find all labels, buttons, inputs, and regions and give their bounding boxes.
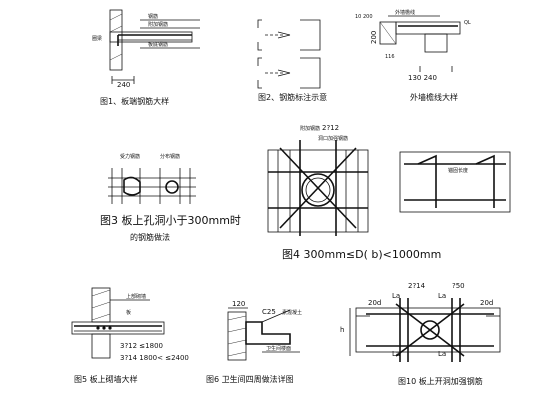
d1-note-4: 圈梁 (92, 35, 102, 42)
d3-ql: QL (464, 20, 471, 26)
d1-dim-240: 240 (117, 81, 130, 89)
detail-1-slab-end: 钢筋 附加钢筋 板底钢筋 圈梁 240 图1、板端钢筋大样 (92, 9, 200, 106)
d7-dim-120: 120 (232, 300, 245, 308)
d7-note-1: 素混凝土 (282, 309, 302, 316)
d6-note-2: 板 (126, 309, 131, 316)
d3-dim-top: 10 200 (355, 14, 373, 20)
d6-dim-1: 3?12 ≤1800 (120, 342, 163, 350)
d3-caption: 外墙檐线大样 (410, 92, 458, 102)
d8-dim-la-3: La (392, 350, 400, 358)
detail-8-opening: 2?14 ?50 20d 20d La La La La h 图10 板上开洞加… (340, 282, 501, 386)
d5-dim: 2?12 (322, 124, 339, 132)
d3-dim-116: 116 (385, 54, 395, 60)
d4-note-1: 受力钢筋 (120, 153, 140, 160)
d4-caption-2: 的钢筋做法 (130, 232, 170, 242)
detail-4-small-hole: 受力钢筋 分布钢筋 图3 板上孔洞小于300mm时 的钢筋做法 (100, 153, 241, 242)
d3-dim-bottom: 130 240 (408, 74, 437, 82)
d5-note-2: 洞口加强钢筋 (318, 135, 348, 142)
detail-3-eave: 10 200 外墙檐线 QL 200 116 130 240 外墙檐线大样 (355, 9, 471, 102)
d3-dim-200: 200 (370, 31, 378, 44)
d5-note-1: 附加钢筋 (300, 125, 320, 132)
d8-dim-20d-right: 20d (480, 299, 493, 307)
d2-caption: 图2、钢筋标注示意 (258, 92, 327, 102)
detail-7-bathroom: 120 C25 素混凝土 卫生间楼面 图6 卫生间四周做法详图 (206, 300, 302, 384)
d6-note-1: 上部砌墙 (126, 293, 146, 300)
d7-caption: 图6 卫生间四周做法详图 (206, 374, 294, 384)
d8-dim-phi50: ?50 (452, 282, 465, 290)
d3-note: 外墙檐线 (395, 9, 415, 16)
detail-5-mid-hole: 附加钢筋 2?12 洞口加强钢筋 图4 300mm≤D( b)<1000mm 锚… (267, 124, 511, 261)
d1-note-2: 附加钢筋 (148, 21, 168, 28)
d8-dim-la-2: La (438, 292, 446, 300)
d4-note-2: 分布钢筋 (160, 153, 180, 160)
d6-dim-2: 3?14 1800< ≤2400 (120, 354, 189, 362)
d6-caption: 图5 板上砌墙大样 (74, 374, 138, 384)
d8-dim-h: h (340, 326, 344, 334)
detail-6-wall-on-slab: 上部砌墙 板 3?12 ≤1800 3?14 1800< ≤2400 图5 板上… (71, 287, 189, 384)
d8-dim-la-4: La (438, 350, 446, 358)
d8-dim-20d-left: 20d (368, 299, 381, 307)
detail-2-notation: 图2、钢筋标注示意 (257, 19, 327, 102)
d5-caption: 图4 300mm≤D( b)<1000mm (282, 248, 441, 261)
d1-note-1: 钢筋 (148, 13, 158, 20)
d1-caption: 图1、板端钢筋大样 (100, 96, 169, 106)
d7-dim-c25: C25 (262, 308, 276, 316)
d7-note-2: 卫生间楼面 (266, 345, 291, 352)
d8-caption: 图10 板上开洞加强钢筋 (398, 376, 483, 386)
d5-note-3: 锚固长度 (448, 167, 468, 174)
d4-caption-1: 图3 板上孔洞小于300mm时 (100, 213, 241, 227)
d1-note-3: 板底钢筋 (148, 41, 168, 48)
d8-dim-2d14: 2?14 (408, 282, 426, 290)
d8-dim-la-1: La (392, 292, 400, 300)
